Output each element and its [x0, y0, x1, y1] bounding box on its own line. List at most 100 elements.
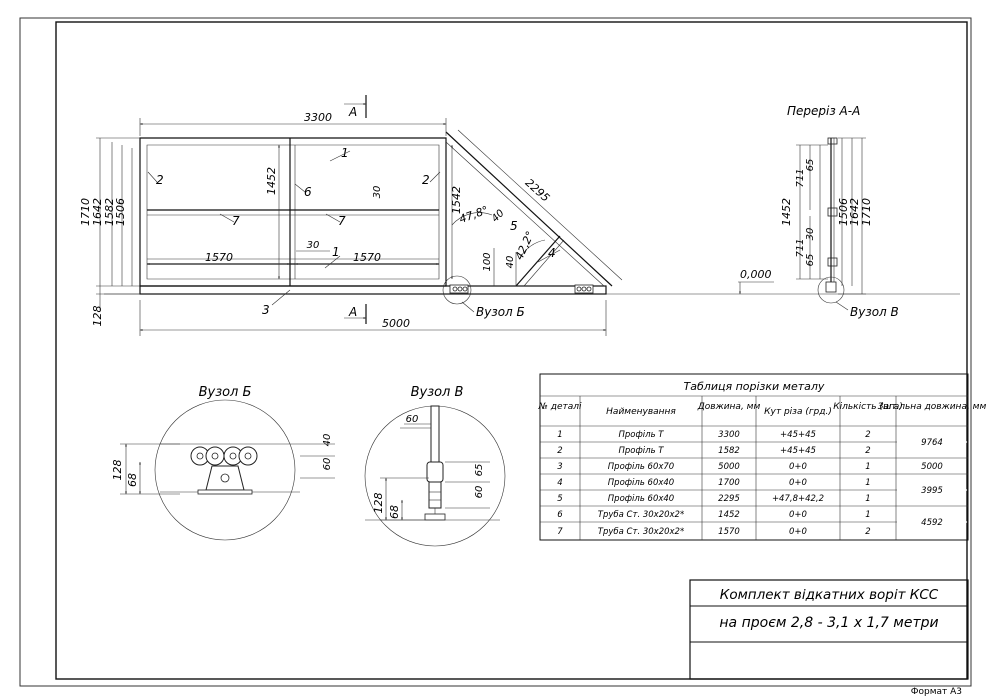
callout-node-v: Вузол В — [850, 305, 899, 319]
section-mark-top: A — [348, 105, 357, 119]
cell: 1 — [865, 462, 870, 472]
part-label-6: 6 — [304, 185, 312, 199]
dim-1570-right: 1570 — [353, 251, 381, 264]
callout-node-b: Вузол Б — [476, 305, 525, 319]
detail-b-68: 68 — [126, 473, 139, 487]
table-row: 7 Труба Ст. 30х20х2* 1570 0+0 2 — [557, 527, 870, 537]
cell: 1582 — [718, 446, 740, 456]
total-cell: 9764 — [921, 438, 943, 448]
header-qty: Кількість (шт.) — [833, 402, 903, 412]
cell: +45+45 — [780, 446, 816, 456]
table-row: 3 Профіль 60х70 5000 0+0 1 — [557, 462, 870, 472]
cell: 1700 — [718, 478, 740, 488]
cell: +45+45 — [780, 430, 816, 440]
section-mark-bottom: A — [348, 305, 357, 319]
cell: 1 — [865, 494, 870, 504]
header-no: № деталі — [538, 402, 582, 412]
level-mark: 0,000 — [740, 268, 772, 281]
cell: 0+0 — [789, 478, 807, 488]
cell: 5000 — [718, 462, 740, 472]
table-title: Таблиця порізки металу — [684, 380, 825, 393]
dim-100: 100 — [482, 252, 493, 271]
part-label-2-right: 2 — [422, 173, 430, 187]
cell: 1 — [865, 478, 870, 488]
dim-1506: 1506 — [114, 198, 127, 226]
cell: Профіль 60х40 — [608, 478, 674, 488]
detail-node-v: Вузол В 60 60 65 128 68 — [364, 385, 506, 547]
sec-dim-30: 30 — [805, 228, 816, 241]
cell: 1 — [865, 510, 870, 520]
cell: Профіль 60х70 — [608, 462, 674, 472]
detail-node-b: Вузол Б 128 68 60 40 — [111, 385, 335, 541]
cell: 0+0 — [789, 527, 807, 537]
sec-dim-711-top: 711 — [795, 168, 806, 187]
table-row: 4 Профіль 60х40 1700 0+0 1 — [557, 478, 870, 488]
detail-b-40: 40 — [322, 434, 333, 447]
part-label-7-left: 7 — [232, 214, 240, 228]
dim-1642: 1642 — [91, 198, 104, 226]
dim-128-left: 128 — [91, 306, 104, 327]
sec-dim-1642: 1642 — [848, 198, 861, 226]
title-line-2: на проєм 2,8 - 3,1 х 1,7 метри — [719, 615, 938, 631]
cell: 7 — [557, 527, 563, 537]
cell: 2 — [865, 446, 870, 456]
detail-v-65: 65 — [474, 464, 485, 477]
detail-b-128: 128 — [111, 460, 124, 481]
dim-1582: 1582 — [103, 198, 116, 226]
dim-1710: 1710 — [79, 198, 92, 226]
part-label-4: 4 — [548, 246, 556, 260]
cell: 2 — [557, 446, 562, 456]
title-line-1: Комплект відкатних воріт КСС — [720, 587, 939, 603]
cell: Профіль Т — [619, 430, 665, 440]
cell: 1452 — [718, 510, 740, 520]
sec-dim-1452: 1452 — [780, 198, 793, 226]
dim-1542: 1542 — [450, 186, 463, 214]
total-cell: 5000 — [921, 462, 943, 472]
detail-v-60: 60 — [474, 486, 485, 499]
sec-dim-1506: 1506 — [837, 198, 850, 226]
cell: 3300 — [718, 430, 740, 440]
total-cell: 4592 — [921, 518, 943, 528]
part-label-5: 5 — [510, 219, 518, 233]
header-angle: Кут різа (грд.) — [764, 407, 832, 417]
part-label-1-top: 1 — [341, 146, 349, 160]
sec-dim-711-bottom: 711 — [795, 238, 806, 257]
sec-dim-65-top: 65 — [805, 159, 816, 172]
table-row: 6 Труба Ст. 30х20х2* 1452 0+0 1 — [557, 510, 870, 520]
cell: 6 — [557, 510, 563, 520]
section-a-a: Переріз А-А 711 65 1452 1506 1642 1710 7… — [780, 104, 899, 319]
detail-v-title: Вузол В — [411, 385, 464, 400]
detail-v-60-top: 60 — [406, 414, 419, 425]
dim-3300: 3300 — [304, 111, 332, 124]
header-length: Довжина, мм — [697, 402, 761, 412]
dim-40-lower: 40 — [505, 256, 516, 269]
dim-2295: 2295 — [523, 176, 553, 204]
detail-b-title: Вузол Б — [199, 385, 252, 400]
part-label-3: 3 — [262, 303, 270, 317]
detail-v-68: 68 — [388, 505, 401, 519]
dim-30-horizontal: 30 — [307, 240, 320, 251]
table-row: 5 Профіль 60х40 2295 +47,8+42,2 1 — [557, 494, 870, 504]
cell: 1570 — [718, 527, 740, 537]
dim-30-vertical: 30 — [372, 186, 383, 199]
inner-frame — [55, 21, 968, 680]
sec-dim-1710: 1710 — [860, 198, 873, 226]
cell: +47,8+42,2 — [772, 494, 824, 504]
cell: 5 — [557, 494, 562, 504]
section-title: Переріз А-А — [787, 104, 860, 118]
cell: 2 — [865, 527, 870, 537]
format-label: Формат А3 — [911, 687, 962, 697]
cell: 2295 — [718, 494, 740, 504]
cell: 1 — [557, 430, 562, 440]
outer-border — [19, 17, 972, 687]
cell: Труба Ст. 30х20х2* — [598, 510, 684, 520]
part-label-1-bottom: 1 — [332, 245, 340, 259]
cell: Профіль Т — [619, 446, 665, 456]
cell: Профіль 60х40 — [608, 494, 674, 504]
total-cell: 3995 — [921, 486, 943, 496]
part-label-7-right: 7 — [338, 214, 346, 228]
cell: Труба Ст. 30х20х2* — [598, 527, 684, 537]
cut-table: Таблиця порізки металу № деталі Найменув… — [538, 373, 986, 541]
table-row: 2 Профіль Т 1582 +45+45 2 — [557, 446, 870, 456]
